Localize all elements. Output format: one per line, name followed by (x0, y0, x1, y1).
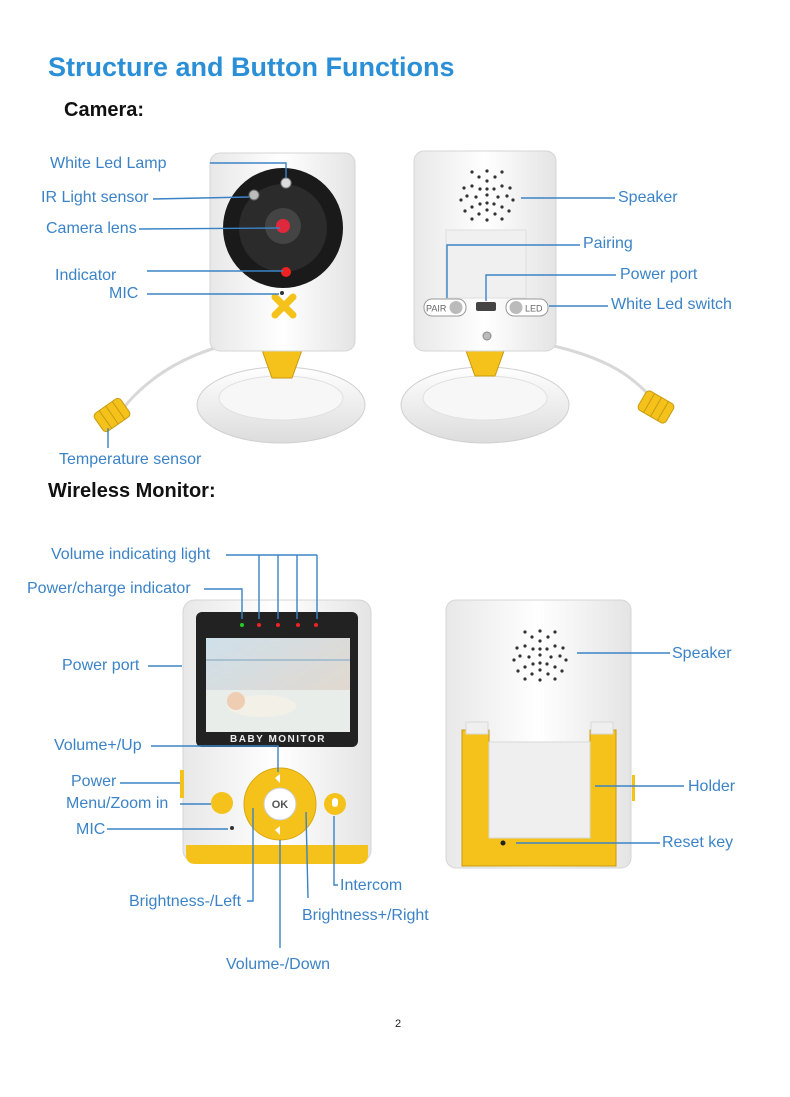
label-power-charge-indicator: Power/charge indicator (27, 580, 191, 597)
label-monitor-power-port: Power port (62, 657, 140, 674)
label-indicator: Indicator (55, 267, 117, 284)
label-intercom: Intercom (340, 877, 403, 894)
label-reset-key: Reset key (662, 834, 734, 851)
label-pairing: Pairing (583, 235, 633, 252)
label-monitor-speaker: Speaker (672, 645, 732, 662)
ok-button-label: OK (272, 799, 289, 811)
page-title: Structure and Button Functions (48, 52, 455, 82)
label-brightness-left: Brightness-/Left (129, 893, 242, 910)
screen-caption: BABY MONITOR (230, 734, 326, 745)
camera-front-drawing (93, 152, 366, 444)
label-menu-zoom: Menu/Zoom in (66, 795, 169, 812)
monitor-front-drawing (180, 599, 372, 864)
label-volume-up: Volume+/Up (54, 737, 142, 754)
label-white-led-switch: White Led switch (611, 296, 732, 313)
label-camera-power-port: Power port (620, 266, 698, 283)
page-number: 2 (395, 1018, 402, 1030)
leader-lines (107, 162, 684, 948)
label-volume-indicating-light: Volume indicating light (51, 546, 211, 563)
label-volume-down: Volume-/Down (226, 956, 331, 973)
label-camera-mic: MIC (109, 285, 139, 302)
monitor-back-drawing (445, 599, 635, 869)
label-ir-light-sensor: IR Light sensor (41, 189, 149, 206)
label-holder: Holder (688, 778, 736, 795)
led-tag: LED (525, 304, 543, 314)
label-brightness-right: Brightness+/Right (302, 907, 429, 924)
pair-tag: PAIR (426, 304, 447, 314)
label-camera-speaker: Speaker (618, 189, 678, 206)
camera-back-drawing (400, 150, 675, 444)
camera-heading: Camera: (64, 99, 145, 121)
monitor-heading: Wireless Monitor: (48, 480, 216, 502)
label-monitor-mic: MIC (76, 821, 106, 838)
label-white-led-lamp: White Led Lamp (50, 155, 167, 172)
label-temperature-sensor: Temperature sensor (59, 451, 202, 468)
label-power: Power (71, 773, 117, 790)
label-camera-lens: Camera lens (46, 220, 137, 237)
